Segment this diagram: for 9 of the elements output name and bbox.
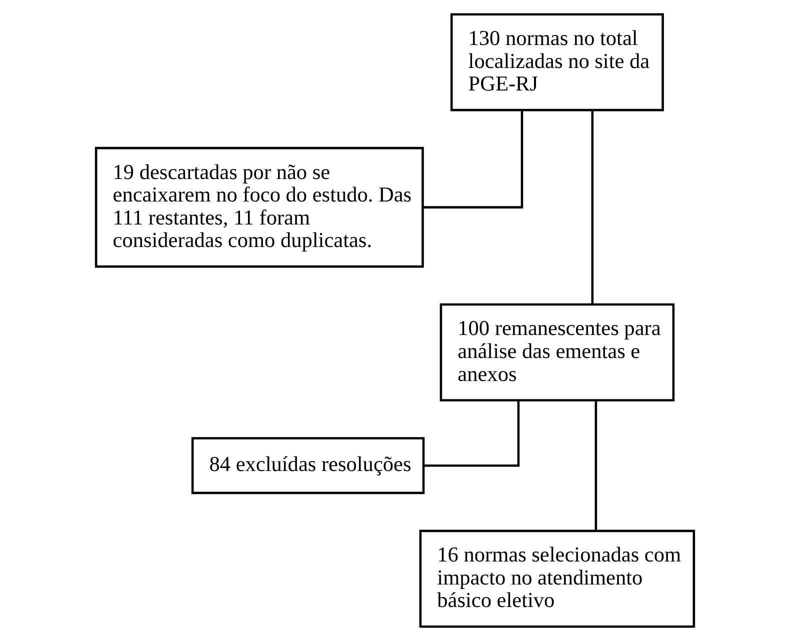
connector [594,400,598,531]
connector [424,400,520,467]
connector [591,110,594,304]
node-box: 100 remanescentes para análise das ementas e anexos [440,303,675,402]
node-box: 130 normas no total localizadas no site da PGE-RJ [450,13,664,112]
node-box: 16 normas selecionadas com impacto no atendimento básico eletivo [419,530,696,628]
connector [423,110,524,208]
node-box: 19 descartadas por não se encaixarem no foco do estudo. Das 111 restantes, 11 foram consideradas como duplicatas. [94,146,424,268]
node-box: 84 excluídas resoluções [191,437,425,494]
